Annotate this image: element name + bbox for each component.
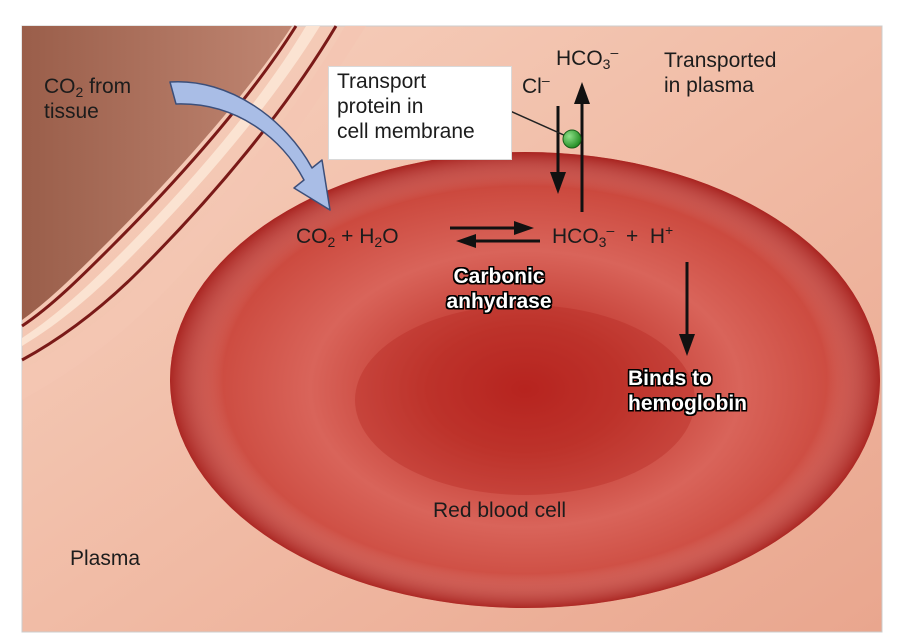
transported-in-plasma-label: Transported in plasma [664, 49, 777, 97]
protein-leader-line [507, 109, 567, 137]
co2-from-tissue-label: CO2 from tissue [44, 75, 132, 123]
red-blood-cell-label: Red blood cell [433, 499, 567, 522]
vessel-wall-soft-band [22, 26, 366, 400]
transport-protein-callout: Transport protein in cell membrane [328, 66, 512, 160]
red-blood-cell-center [355, 305, 695, 495]
vessel-wall-outer-line [21, 25, 298, 328]
cl-in-arrow [550, 106, 566, 194]
red-blood-cell-rim [170, 152, 880, 608]
vessel-wall-band [22, 26, 320, 346]
equilibrium-arrows [450, 221, 540, 248]
transport-protein-icon [562, 129, 582, 149]
vessel-wall-inner-line [21, 25, 338, 362]
h-plus-down-arrow [679, 262, 695, 356]
binds-to-hemoglobin-label: Binds to hemoglobin [628, 367, 747, 415]
carbonic-anhydrase-label: Carbonic anhydrase [446, 265, 552, 313]
co2-entry-arrow [169, 81, 331, 211]
plasma-label: Plasma [70, 547, 141, 570]
membrane-hco3-label: HCO3– [556, 44, 619, 72]
equation-products: HCO3– + H+ [552, 222, 674, 250]
membrane-cl-label: Cl– [522, 72, 550, 98]
transport-protein-label: Transport protein in cell membrane [337, 70, 475, 143]
equation-reactants: CO2 + H2O [296, 225, 399, 250]
hco3-out-arrow [574, 82, 590, 212]
